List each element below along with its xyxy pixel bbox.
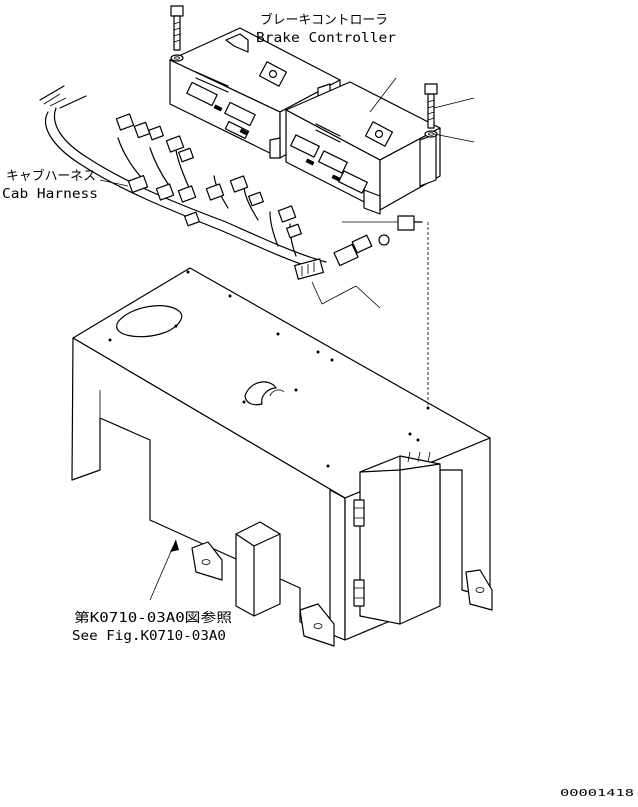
leader-lines xyxy=(99,77,475,601)
callout-cab-harness: キャブハーネス Cab Harness xyxy=(2,168,98,202)
mounting-holes xyxy=(108,270,430,468)
see-fig-label-jp: 第K0710-03A0図参照 xyxy=(74,610,232,626)
cab-harness xyxy=(39,85,423,309)
brake-controller-label-jp: ブレーキコントローラ xyxy=(260,12,388,28)
callout-see-fig: 第K0710-03A0図参照 See Fig.K0710-03A0 xyxy=(72,610,232,644)
cab-harness-label-en: Cab Harness xyxy=(2,187,98,202)
bolt-right xyxy=(424,83,438,138)
cab-harness-label-jp: キャブハーネス xyxy=(6,168,96,184)
brake-controller-right xyxy=(285,81,441,215)
drawing-number: 00001418 xyxy=(560,788,634,799)
bolt-left xyxy=(170,5,184,62)
harness-connectors xyxy=(115,113,423,280)
callout-brake-controller: ブレーキコントローラ Brake Controller xyxy=(256,12,396,46)
see-fig-label-en: See Fig.K0710-03A0 xyxy=(72,629,226,644)
brake-controller-label-en: Brake Controller xyxy=(256,31,396,46)
side-door-panel xyxy=(353,451,441,625)
